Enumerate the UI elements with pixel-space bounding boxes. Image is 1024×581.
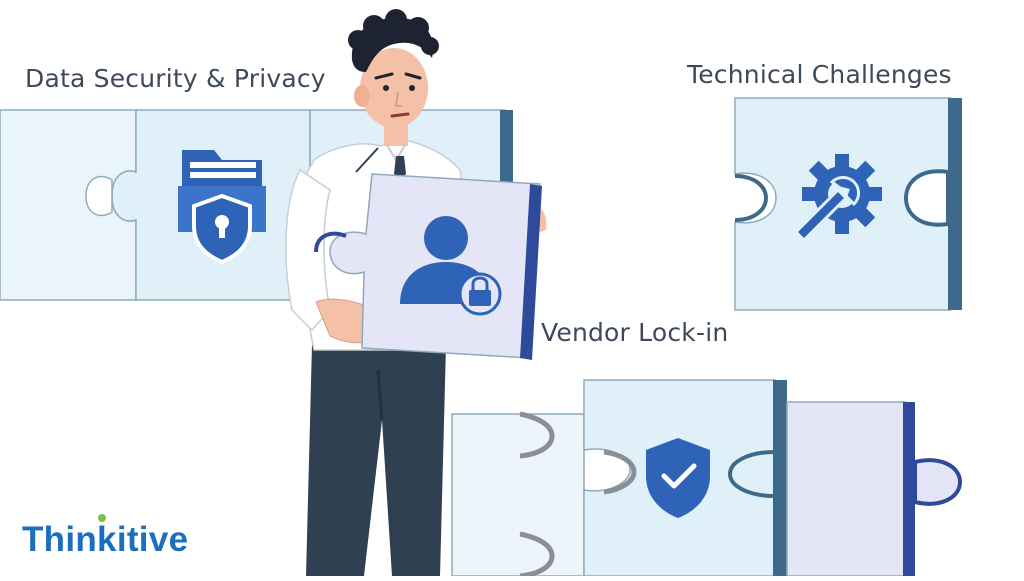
technical-challenges-puzzle	[734, 97, 962, 311]
shield-check-icon	[646, 438, 710, 518]
vendor-lock-in-puzzle	[451, 379, 963, 579]
puzzle-piece-vendor-3	[786, 401, 906, 577]
data-security-label: Data Security & Privacy	[25, 64, 326, 93]
vendor-lock-in-label: Vendor Lock-in	[541, 318, 729, 347]
technical-challenges-label: Technical Challenges	[687, 60, 952, 89]
brand-logo: Thinkitive	[22, 520, 189, 559]
logo-accent-dot	[98, 514, 106, 522]
folder-shield-lock-icon	[178, 150, 266, 265]
user-lock-icon	[400, 216, 502, 316]
puzzle-piece-vendor-1	[451, 413, 585, 577]
held-puzzle-piece	[314, 173, 542, 360]
